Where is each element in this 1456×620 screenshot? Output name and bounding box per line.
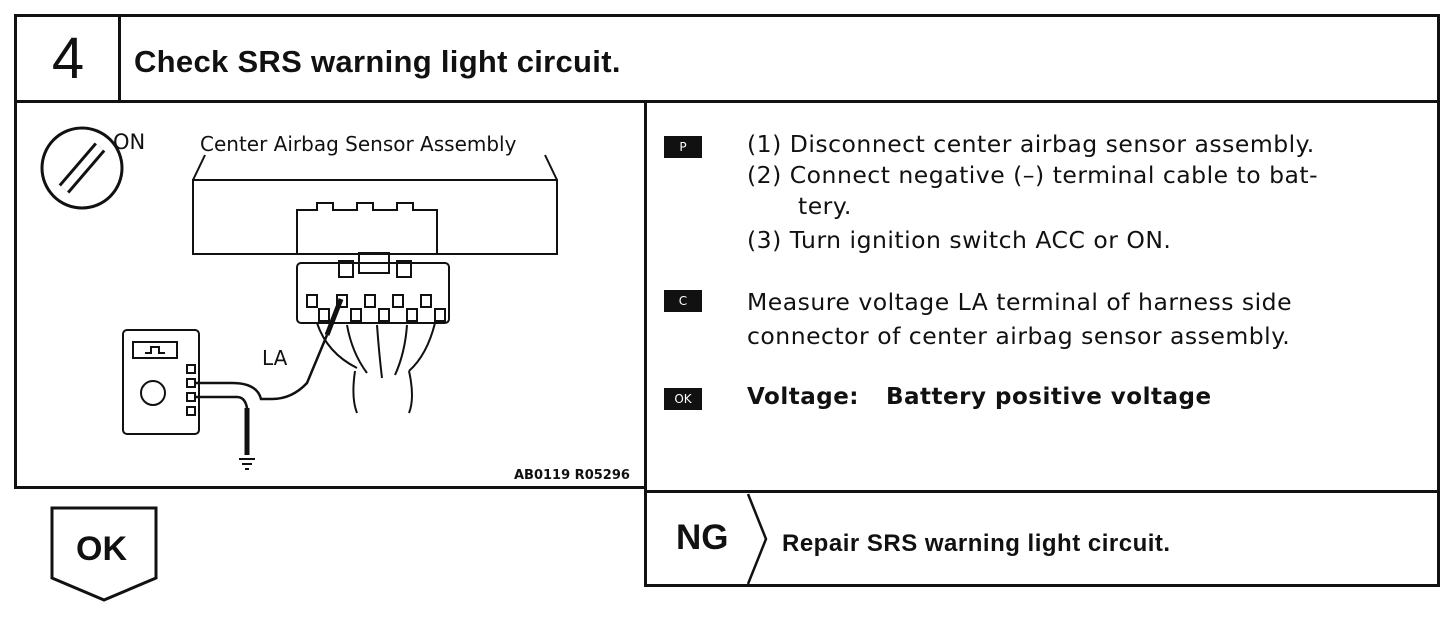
header-bottom	[14, 100, 1440, 103]
terminal-la-label: LA	[262, 346, 288, 370]
voltmeter-drawing	[122, 329, 200, 435]
figure-code: AB0119 R05296	[514, 468, 630, 483]
ng-action: Repair SRS warning light circuit.	[782, 530, 1171, 557]
probe-leads	[195, 298, 344, 470]
ng-label: NG	[676, 518, 729, 557]
ng-bottom	[644, 584, 1440, 587]
prep-step-2-continued: tery.	[798, 192, 852, 220]
check-badge: C	[664, 290, 702, 312]
figure-divider	[644, 100, 647, 586]
figure-bottom	[14, 486, 647, 489]
procedure-bottom	[644, 490, 1440, 493]
ok-result-label: OK	[76, 530, 127, 568]
ok-result-tag	[50, 506, 158, 602]
spec-value: Battery positive voltage	[886, 384, 1212, 410]
harness-connector-drawing	[296, 252, 450, 414]
sensor-assembly-drawing	[192, 154, 558, 255]
ignition-on-label: ON	[113, 130, 146, 154]
wiring-illustration	[17, 103, 644, 486]
frame-right	[1437, 14, 1440, 586]
step-title: Check SRS warning light circuit.	[134, 44, 621, 79]
check-instruction-line-2: connector of center airbag sensor assemb…	[747, 322, 1291, 350]
prep-step-2: (2) Connect negative (–) terminal cable …	[747, 161, 1319, 189]
ng-arrow-divider	[746, 493, 768, 585]
frame-top	[14, 14, 1440, 17]
sensor-assembly-label: Center Airbag Sensor Assembly	[200, 132, 517, 156]
prep-step-3: (3) Turn ignition switch ACC or ON.	[747, 226, 1172, 254]
preparation-badge: P	[664, 136, 702, 158]
spec-label: Voltage:	[747, 384, 860, 410]
step-divider	[118, 14, 121, 102]
step-number: 4	[51, 25, 85, 91]
ok-spec-badge: OK	[664, 388, 702, 410]
check-instruction-line-1: Measure voltage LA terminal of harness s…	[747, 288, 1293, 316]
frame-left	[14, 14, 17, 488]
ignition-key-icon	[40, 126, 124, 210]
prep-step-1: (1) Disconnect center airbag sensor asse…	[747, 130, 1315, 158]
